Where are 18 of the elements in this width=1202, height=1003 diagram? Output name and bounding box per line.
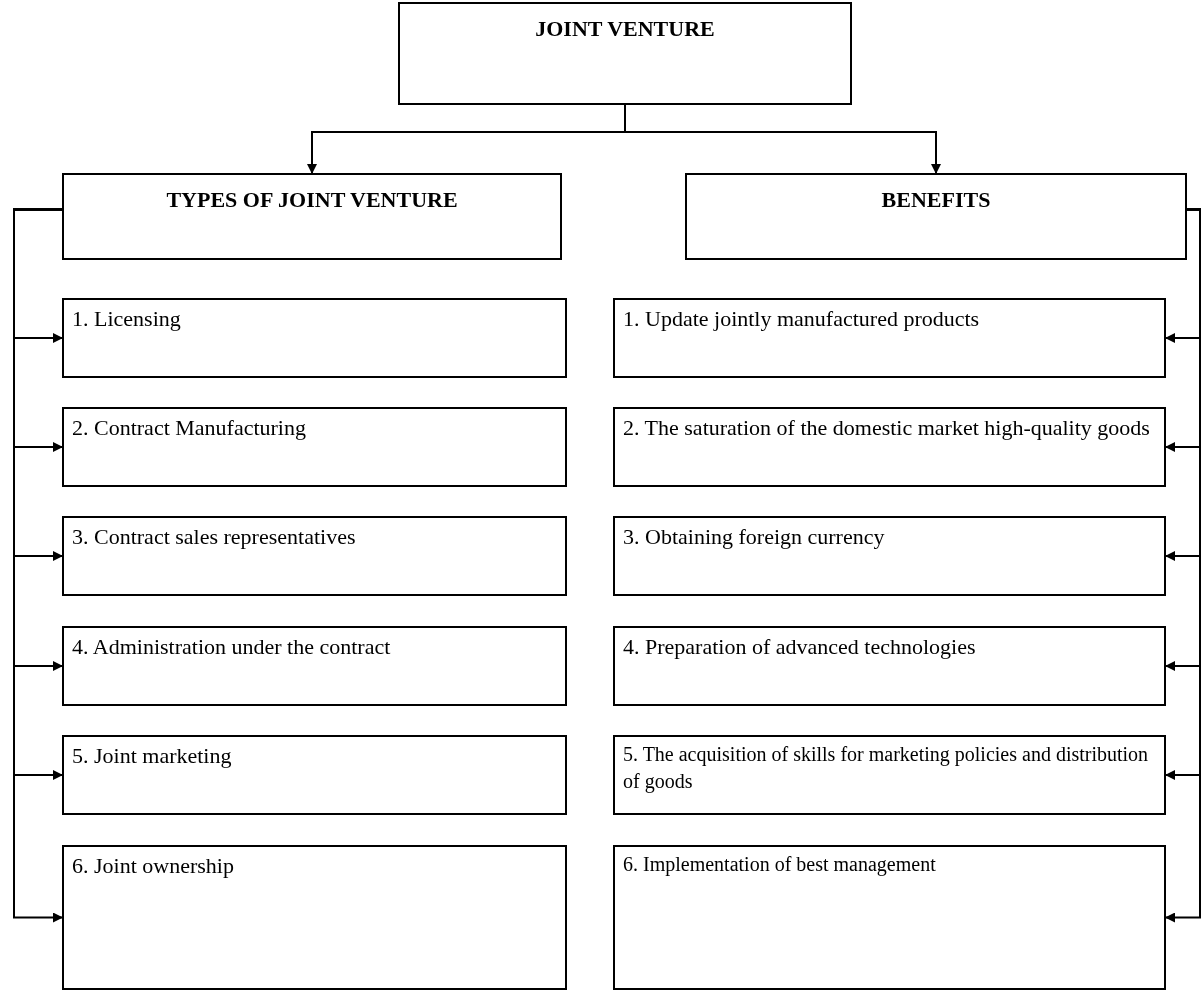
item-box: 4. Preparation of advanced technologies bbox=[613, 626, 1166, 706]
connector-arrow bbox=[13, 208, 63, 923]
item-box: 4. Administration under the contract bbox=[62, 626, 567, 706]
connector-arrow bbox=[1165, 208, 1201, 923]
item-box: 5. Joint marketing bbox=[62, 735, 567, 815]
heading-box: JOINT VENTURE bbox=[398, 2, 852, 105]
heading-box: TYPES OF JOINT VENTURE bbox=[62, 173, 562, 260]
connector-arrow bbox=[624, 104, 941, 174]
item-box: 1. Licensing bbox=[62, 298, 567, 378]
heading-box: BENEFITS bbox=[685, 173, 1187, 260]
item-box: 3. Obtaining foreign currency bbox=[613, 516, 1166, 596]
item-box: 2. Contract Manufacturing bbox=[62, 407, 567, 487]
item-box: 1. Update jointly manufactured products bbox=[613, 298, 1166, 378]
item-box: 6. Implementation of best management bbox=[613, 845, 1166, 990]
item-box: 2. The saturation of the domestic market high-quality goods bbox=[613, 407, 1166, 487]
item-box: 5. The acquisition of skills for marketing policies and distribution of goods bbox=[613, 735, 1166, 815]
item-box: 3. Contract sales representatives bbox=[62, 516, 567, 596]
item-box: 6. Joint ownership bbox=[62, 845, 567, 990]
